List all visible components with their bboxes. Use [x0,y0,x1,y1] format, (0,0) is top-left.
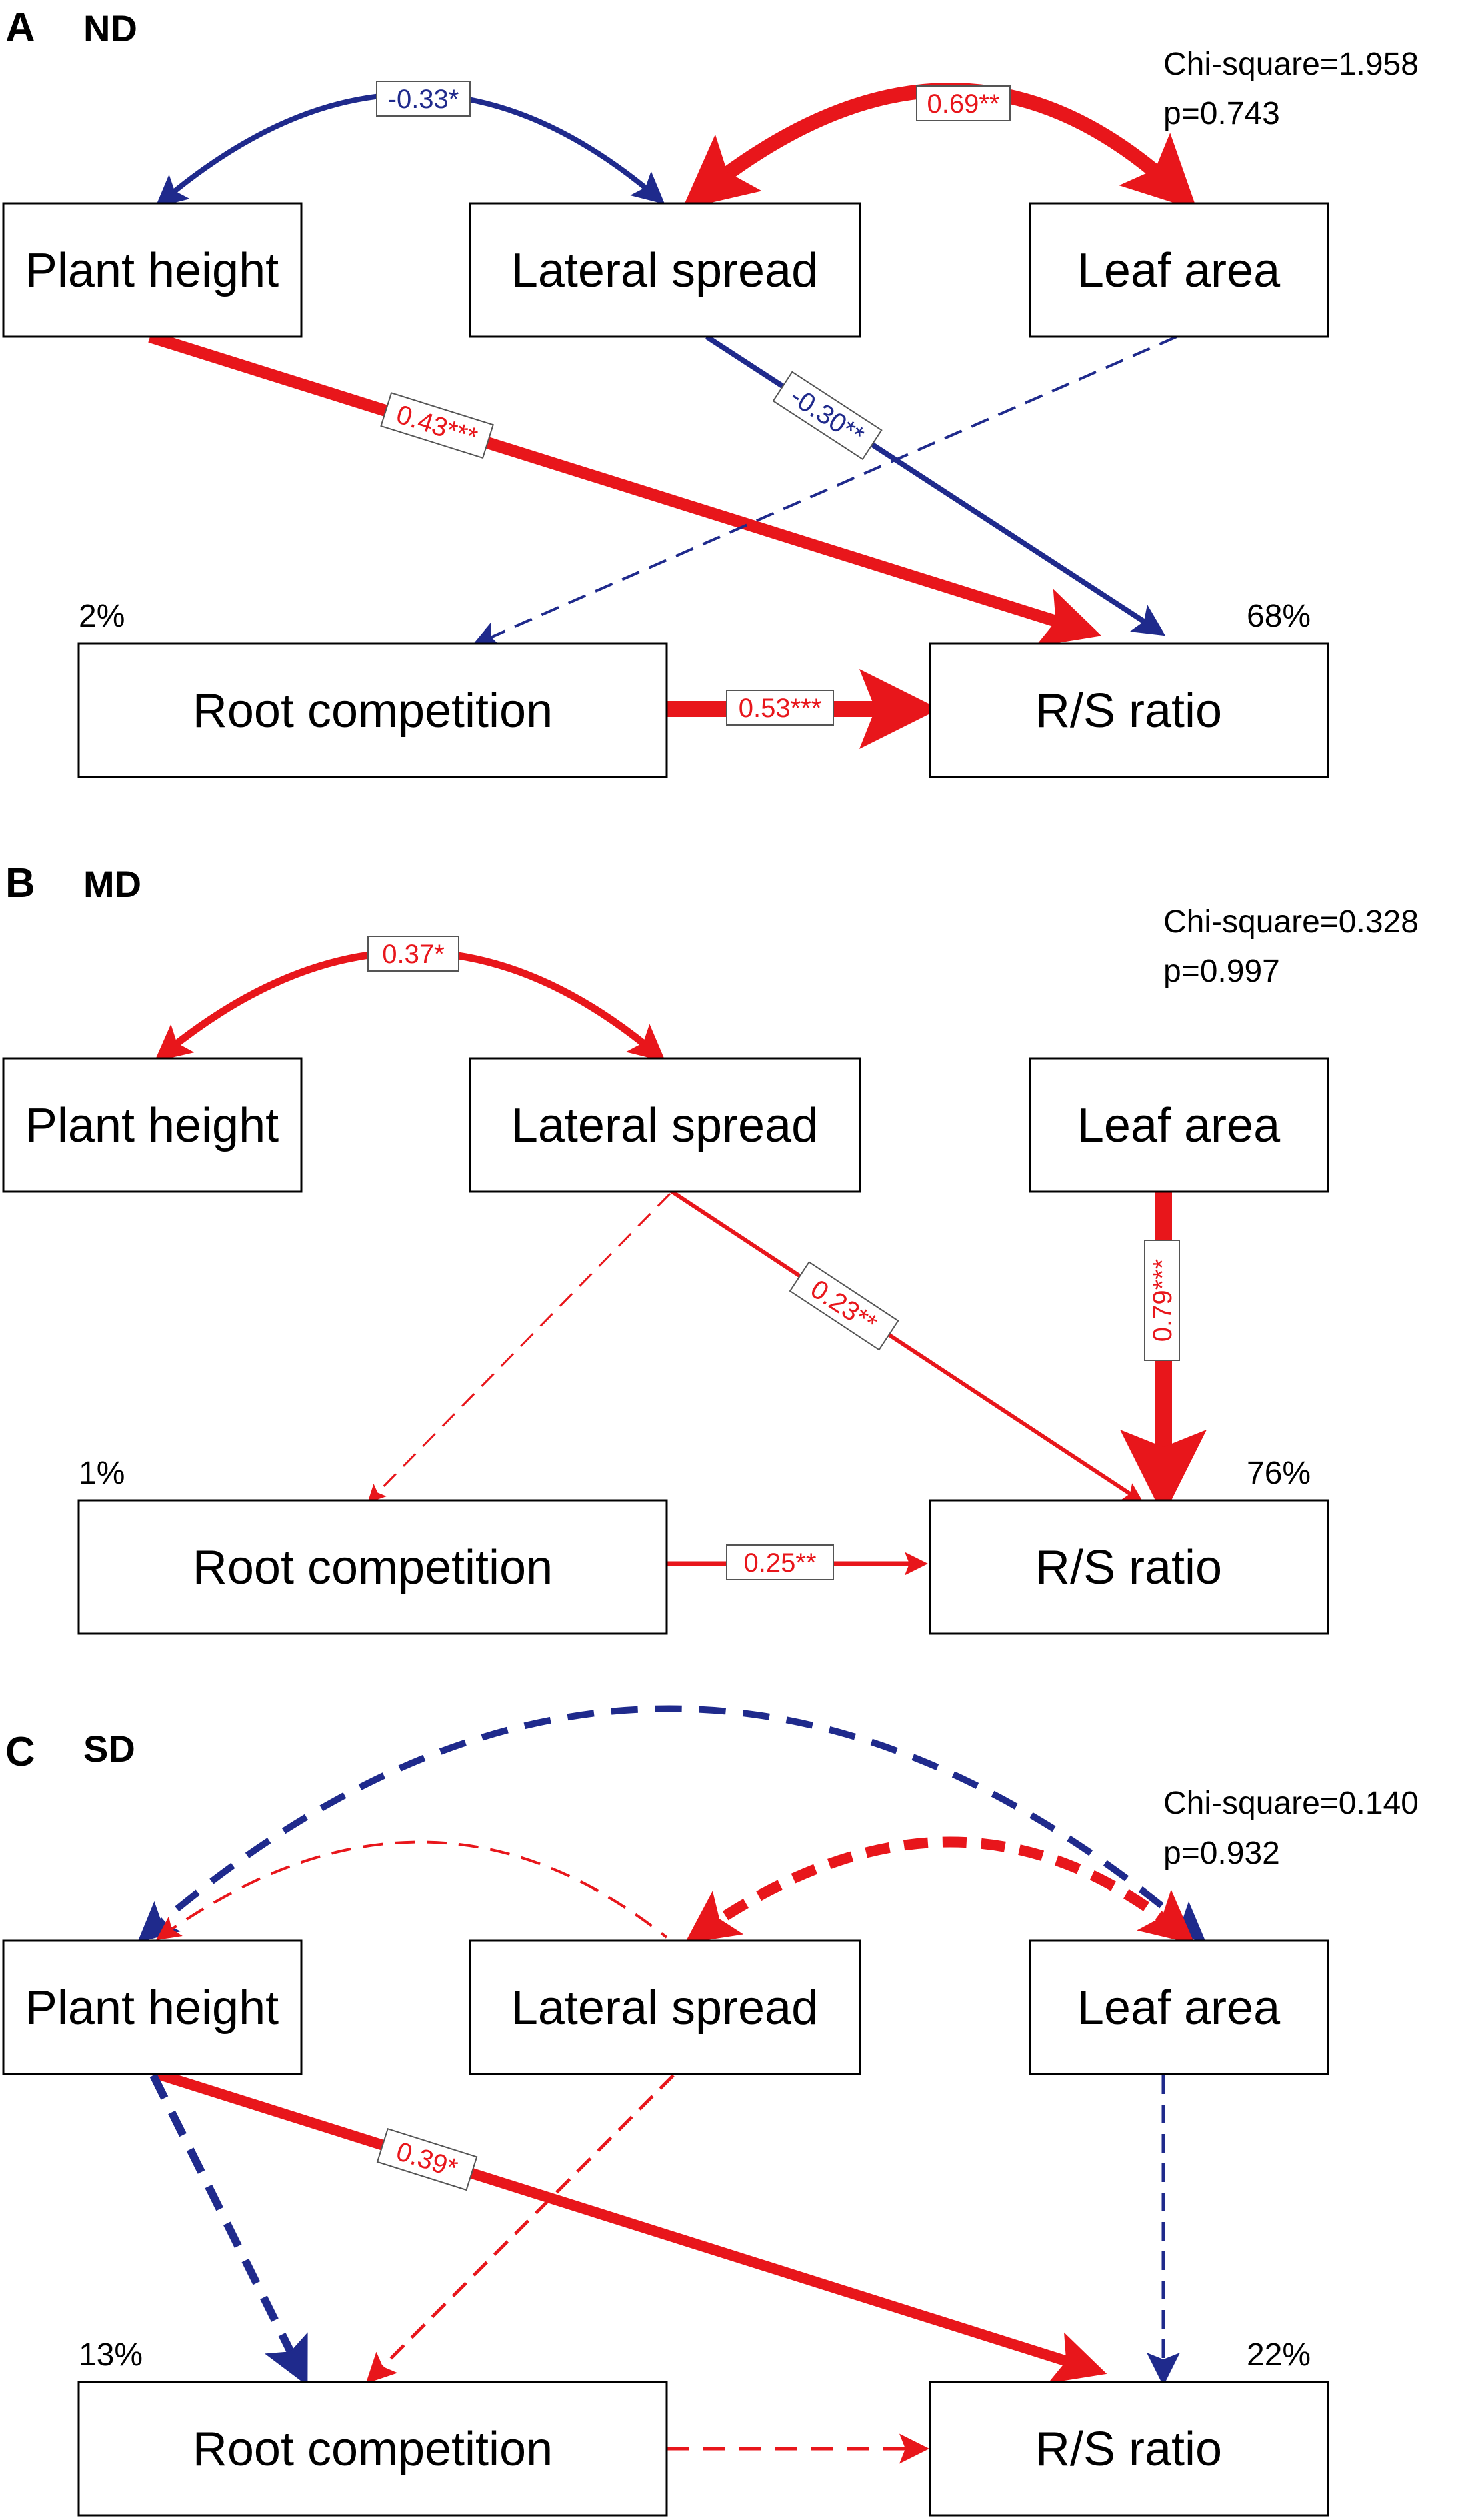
p-value-text: p=0.932 [1163,1836,1280,1871]
svg-text:R/S ratio: R/S ratio [1035,684,1222,738]
path-b-ls-rs [669,1188,1144,1503]
svg-text:0.25**: 0.25** [744,1548,817,1578]
svg-text:Lateral spread: Lateral spread [511,244,818,297]
panel-title: SD [83,1728,135,1770]
path-a-la-rc [471,335,1177,648]
path-c-ph-rs [151,2067,1107,2383]
svg-text:Lateral spread: Lateral spread [511,1099,818,1152]
svg-text:Plant height: Plant height [25,244,279,297]
svg-text:Lateral spread: Lateral spread [511,1981,818,2035]
node-root-competition: Root competition [77,642,668,778]
coef-label: 0.25** [726,1544,834,1580]
node-plant-height: Plant height [2,1057,303,1193]
svg-text:Root competition: Root competition [193,2423,553,2476]
r2-rs-ratio: 22% [1247,2337,1311,2373]
path-b-ls-rc [367,1192,671,1503]
svg-text:0.53***: 0.53*** [739,694,822,723]
path-c-ph-rc [149,2073,308,2386]
node-root-competition: Root competition [77,1499,668,1635]
svg-text:Leaf area: Leaf area [1077,1981,1281,2035]
r2-root-competition: 1% [79,1456,125,1491]
node-lateral-spread: Lateral spread [469,202,861,338]
coef-label: 0.23** [789,1261,899,1351]
coef-label: 0.37* [367,936,459,972]
svg-text:R/S ratio: R/S ratio [1035,2423,1222,2476]
coef-label: 0.39* [376,2127,478,2191]
coef-label: 0.79*** [1144,1240,1180,1361]
panel-letter: A [5,5,35,51]
coef-label: -0.30** [772,371,883,461]
path-c-ls-rc [365,2074,675,2384]
svg-text:0.37*: 0.37* [382,940,444,969]
svg-text:Plant height: Plant height [25,1981,279,2035]
path-c-ph-la [137,1705,1207,1943]
panel-letter: C [5,1729,35,1775]
svg-text:-0.33*: -0.33* [388,85,459,114]
chi-square-text: Chi-square=1.958 [1163,47,1419,82]
node-lateral-spread: Lateral spread [469,1939,861,2075]
svg-text:Root competition: Root competition [193,684,553,738]
coef-label: -0.33* [376,81,471,117]
chi-square-text: Chi-square=0.140 [1163,1786,1419,1821]
node-plant-height: Plant height [2,1939,303,2075]
path-c-ph-ls [156,1840,668,1941]
svg-text:0.69**: 0.69** [927,89,1000,119]
node-plant-height: Plant height [2,202,303,338]
node-rs-ratio: R/S ratio [929,2381,1329,2517]
svg-text:Leaf area: Leaf area [1077,1099,1281,1152]
r2-root-competition: 13% [79,2337,143,2373]
node-rs-ratio: R/S ratio [929,1499,1329,1635]
p-value-text: p=0.743 [1163,96,1280,131]
node-leaf-area: Leaf area [1029,1057,1329,1193]
coef-label: 0.69** [916,85,1011,121]
path-c-ls-la [684,1836,1195,1945]
node-leaf-area: Leaf area [1029,1939,1329,2075]
panel-c: C SD Chi-square=0.140 p=0.932 0.39* Plan… [2,1705,1419,2517]
node-lateral-spread: Lateral spread [469,1057,861,1193]
panel-letter: B [5,860,35,906]
node-root-competition: Root competition [77,2381,668,2517]
r2-rs-ratio: 68% [1247,599,1311,634]
node-leaf-area: Leaf area [1029,202,1329,338]
panel-title: ND [83,7,137,49]
coef-label: 0.53*** [726,690,834,726]
panel-a: A ND Chi-square=1.958 p=0.743 -0.33* 0.6… [2,5,1419,778]
panel-b: B MD Chi-square=0.328 p=0.997 0.37* 0.23… [2,860,1419,1635]
r2-root-competition: 2% [79,599,125,634]
r2-rs-ratio: 76% [1247,1456,1311,1491]
chi-square-text: Chi-square=0.328 [1163,904,1419,940]
node-rs-ratio: R/S ratio [929,642,1329,778]
coef-label: 0.43*** [380,392,494,459]
p-value-text: p=0.997 [1163,954,1280,989]
svg-text:Leaf area: Leaf area [1077,244,1281,297]
svg-text:0.79***: 0.79*** [1148,1259,1177,1342]
svg-text:Root competition: Root competition [193,1541,553,1594]
panel-title: MD [83,863,141,905]
svg-text:R/S ratio: R/S ratio [1035,1541,1222,1594]
svg-text:Plant height: Plant height [25,1099,279,1152]
path-a-ph-rs [148,331,1102,647]
path-a-ls-rs [705,334,1166,636]
